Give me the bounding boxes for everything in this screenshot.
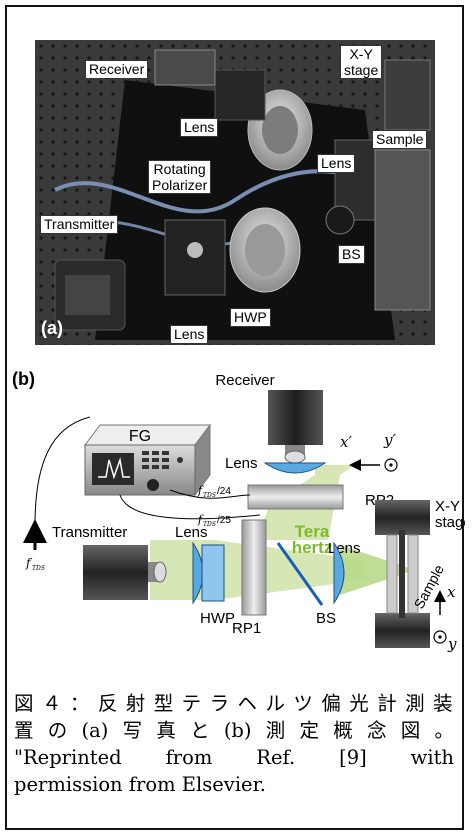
rp2-cable: [169, 489, 251, 499]
freq-24-sub: TDS: [203, 492, 216, 499]
stage-rail-left: [386, 534, 398, 614]
freq-25-f: f: [197, 513, 204, 526]
photo-label-transmitter: Transmitter: [40, 215, 119, 234]
setup-photo: (a): [35, 40, 435, 345]
fg-keypad: [142, 451, 169, 469]
caption-line-2: 置の(a)写真と(b)測定概念図。: [14, 719, 454, 742]
lens-left-label: Lens: [175, 524, 208, 541]
photo-label-lens-top: Lens: [180, 118, 219, 137]
bs-label: BS: [316, 610, 336, 627]
stage-top-block: [375, 500, 430, 535]
beam-splitter: [276, 542, 324, 606]
photo-label-xy-stage: X-Y stage: [340, 45, 383, 79]
trigger-cable: [34, 416, 91, 526]
beam-to-sample: [340, 545, 415, 595]
receiver-antenna: [284, 450, 306, 464]
freq-25-sub: TDS: [203, 521, 216, 528]
lens-top: [263, 462, 327, 474]
photo-label-bs: BS: [338, 245, 365, 264]
x-label: x: [447, 583, 456, 601]
rp1-cable: [119, 494, 261, 520]
y-prime-label: y′: [383, 431, 396, 449]
lens-top-label: Lens: [225, 455, 258, 472]
photo-label-receiver: Receiver: [85, 60, 149, 79]
photo-label-sample: Sample: [372, 130, 428, 149]
panel-b-label: (b): [12, 369, 35, 389]
photo-label-xy-stage-line1: X-Y: [349, 46, 373, 62]
lens-right-label: Lens: [328, 540, 361, 557]
photo-label-lens-bottom: Lens: [170, 325, 209, 344]
y-prime-symbol: [384, 458, 398, 472]
fg-screen: [92, 453, 134, 485]
stage-rail-right: [407, 534, 419, 614]
fTDS-f: f: [25, 556, 33, 570]
sample-holder: [399, 530, 405, 618]
caption-line-4: permission from Elsevier.: [14, 773, 266, 796]
caption-line-1: 図４：反射型テラヘルツ偏光計測装: [14, 692, 454, 715]
receiver-label: Receiver: [215, 372, 274, 389]
photo-illustration: [35, 40, 435, 345]
stage-bottom-block: [375, 613, 430, 648]
stage-label: stage: [435, 514, 465, 531]
figure-caption: 図４：反射型テラヘルツ偏光計測装 置の(a)写真と(b)測定概念図。 "Repr…: [14, 690, 454, 798]
photo-label-rotating-polarizer-line1: Rotating: [153, 161, 206, 177]
receiver-tip: [285, 445, 305, 455]
y-symbol: [433, 630, 447, 644]
photo-label-rotating-polarizer: Rotating Polarizer: [148, 160, 212, 194]
hwp-plate: [201, 544, 225, 602]
photo-label-rotating-polarizer-line2: Polarizer: [152, 177, 208, 193]
transmitter-body: [83, 545, 148, 600]
freq-24-label: /24: [217, 486, 231, 497]
transmitter-antenna: [153, 561, 167, 583]
freq-25-label: /25: [217, 515, 231, 526]
y-label: y: [447, 635, 457, 653]
caption-line-3: "Reprinted from Ref. [9] with: [14, 746, 454, 769]
freq-24-f: f: [197, 484, 204, 497]
panel-a-label: (a): [41, 318, 63, 338]
rp2-plate: [247, 484, 344, 510]
rp1-label: RP1: [232, 620, 261, 637]
terahertz-label-2: hertz: [292, 538, 333, 557]
fTDS-sub: TDS: [32, 565, 45, 572]
photo-label-lens-right: Lens: [317, 154, 356, 173]
terahertz-label-1: Tera: [295, 522, 330, 541]
rp1-plate: [241, 519, 267, 616]
fg-knob: [147, 479, 159, 491]
xy-stage-label: X-Y: [435, 498, 460, 515]
waveform-icon: [98, 457, 130, 480]
x-prime-label: x′: [340, 433, 352, 451]
lens-right: [333, 541, 345, 605]
transmitter-label: Transmitter: [52, 524, 127, 541]
photo-label-xy-stage-line2: stage: [344, 62, 379, 78]
hwp-label: HWP: [200, 610, 235, 627]
fg-label: FG: [129, 428, 151, 445]
measurement-schematic: (b) Receiver Lens x′ y′ RP2 FG f TDS /24…: [12, 369, 465, 653]
photo-label-hwp: HWP: [230, 308, 271, 327]
receiver-body: [268, 390, 323, 445]
